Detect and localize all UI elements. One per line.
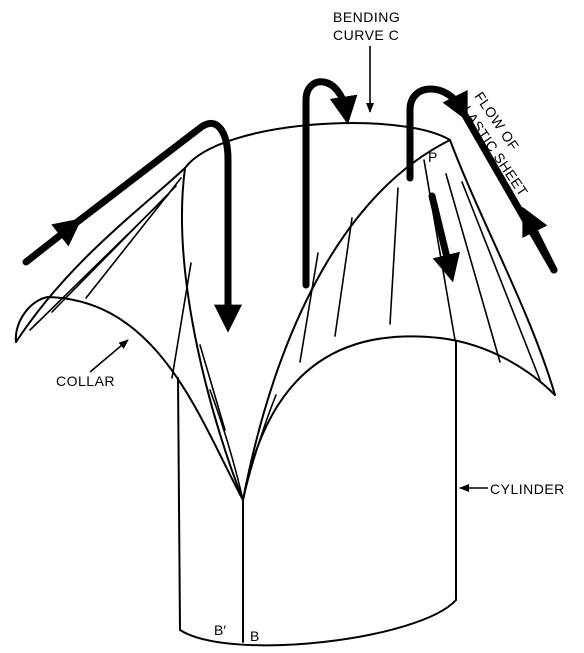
collar-edge-right-lower xyxy=(243,336,440,500)
collar-inner-seam-right xyxy=(243,395,276,500)
cylinder-label: CYLINDER xyxy=(490,481,565,497)
collar-rib-line-3 xyxy=(86,178,181,298)
collar-edge-left-back xyxy=(16,168,185,342)
collar-label: COLLAR xyxy=(56,373,115,389)
collar-edge-left-inner xyxy=(182,168,243,500)
flow-arrow-right-return xyxy=(528,218,554,270)
collar-rib-line-4 xyxy=(172,263,191,378)
collar-rib-line-5 xyxy=(200,345,225,430)
point-b-label: B xyxy=(250,628,259,644)
bending-curve-label-line2: CURVE C xyxy=(333,27,399,43)
cylinder-left-edge xyxy=(178,378,180,630)
collar-edge-right-p xyxy=(243,140,450,500)
point-p-label: P xyxy=(428,149,437,165)
collar-rib-line-2 xyxy=(52,186,176,312)
collar-leader xyxy=(90,340,128,372)
bending-curve-label-line1: BENDING xyxy=(333,9,400,25)
flow-arrow-left-incoming xyxy=(26,226,72,262)
collar-rib-line-11 xyxy=(462,182,540,380)
flow-arrow-center xyxy=(306,82,346,285)
point-b-prime-label: B′ xyxy=(214,622,226,638)
flow-arrow-left-main xyxy=(72,123,228,320)
collar-rib-line-8 xyxy=(390,188,398,324)
